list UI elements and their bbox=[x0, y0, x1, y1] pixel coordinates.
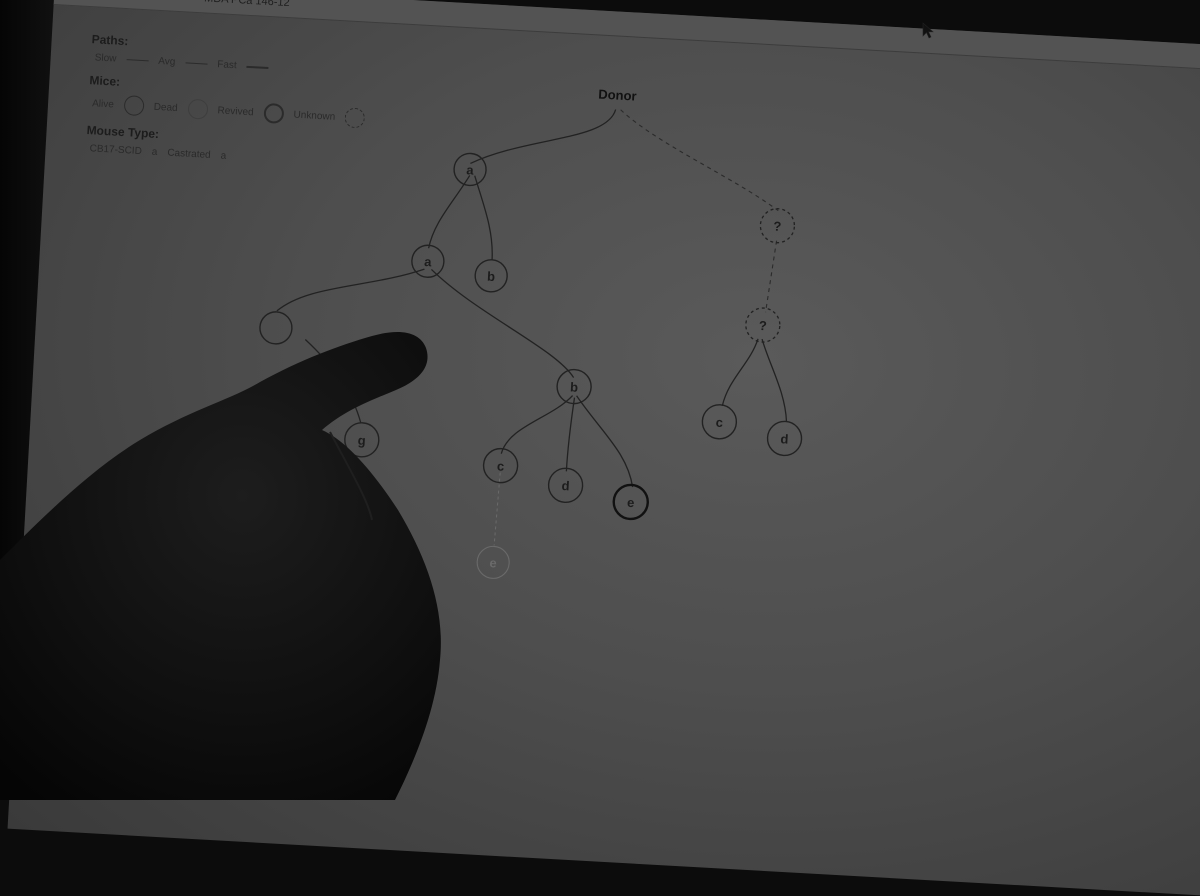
mouse-cursor-icon bbox=[922, 22, 934, 39]
node-b2-label: b bbox=[570, 379, 579, 394]
node-g-label: g bbox=[357, 433, 366, 448]
node-e1-label: e bbox=[627, 495, 635, 510]
node-e2[interactable]: e bbox=[476, 545, 510, 579]
node-a1[interactable]: a bbox=[453, 152, 487, 187]
node-c2[interactable]: c bbox=[701, 404, 738, 440]
edge-a1-a2 bbox=[427, 175, 471, 249]
node-g[interactable]: g bbox=[344, 422, 380, 458]
node-a1-label: a bbox=[466, 162, 475, 177]
node-a2[interactable]: a bbox=[411, 244, 445, 278]
app-screen: MDA PCa 146-12 Paths: Slow Avg Fast Mice… bbox=[7, 0, 1200, 896]
edge-b2-e1 bbox=[576, 395, 634, 488]
node-c1[interactable]: c bbox=[482, 447, 519, 484]
edge-donor-q1 bbox=[620, 109, 779, 212]
node-q2-label: ? bbox=[758, 318, 767, 333]
node-q1-label: ? bbox=[773, 218, 782, 233]
edge-c1-e2 bbox=[493, 472, 501, 546]
node-d1-label: d bbox=[561, 478, 570, 493]
edge-b2-c1 bbox=[500, 395, 574, 454]
lineage-tree: Donor a a b g b c bbox=[259, 87, 803, 579]
node-b1-label: b bbox=[487, 269, 496, 284]
node-d2-label: d bbox=[780, 431, 789, 446]
pointing-hand bbox=[0, 332, 441, 800]
node-q2[interactable]: ? bbox=[745, 307, 781, 343]
edge-q2-d2 bbox=[761, 338, 788, 422]
root-donor-label: Donor bbox=[598, 87, 637, 104]
node-q1[interactable]: ? bbox=[759, 208, 796, 244]
node-d1[interactable]: d bbox=[547, 467, 584, 503]
node-c1-label: c bbox=[497, 458, 505, 473]
node-partial[interactable] bbox=[259, 311, 293, 345]
edge-donor-a1 bbox=[470, 109, 617, 165]
node-e1[interactable]: e bbox=[612, 483, 649, 521]
node-b1[interactable]: b bbox=[474, 259, 508, 293]
node-d2[interactable]: d bbox=[766, 420, 803, 457]
edge-q2-c2 bbox=[721, 338, 759, 407]
edge-a2-partial bbox=[276, 268, 425, 312]
node-b2[interactable]: b bbox=[556, 368, 592, 405]
node-e2-label: e bbox=[489, 555, 497, 570]
edge-a2-b2 bbox=[430, 268, 575, 378]
node-c2-label: c bbox=[715, 415, 723, 430]
node-a2-label: a bbox=[424, 254, 433, 269]
